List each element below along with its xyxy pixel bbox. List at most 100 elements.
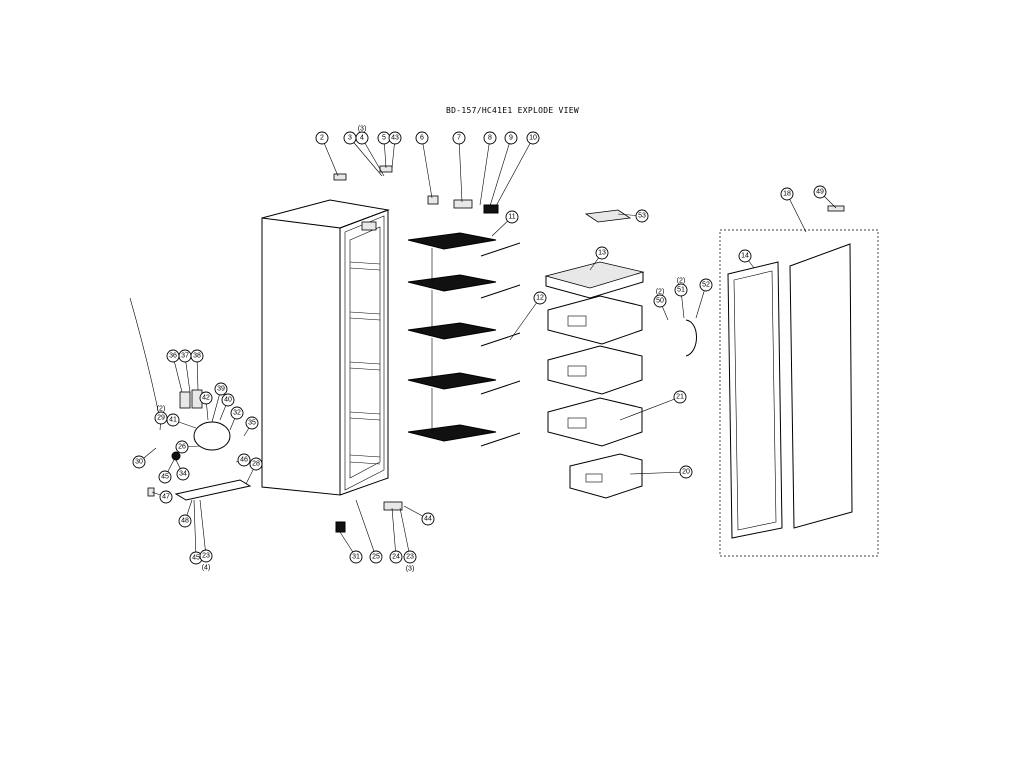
callout-quantity: (3) — [358, 126, 367, 133]
callout-32: 32 — [230, 406, 244, 420]
callout-number: 18 — [783, 191, 791, 198]
callout-bubble — [674, 283, 688, 297]
callout-bubble — [154, 411, 168, 425]
callout-bubble — [679, 465, 693, 479]
callout-number: 23 — [202, 553, 210, 560]
callout-quantity: (2) — [157, 406, 166, 413]
leader-line — [199, 499, 207, 557]
callout-36: 36 — [166, 349, 180, 363]
callout-number: 42 — [202, 395, 210, 402]
callout-number: 41 — [169, 417, 177, 424]
callout-2: 2 — [315, 131, 329, 145]
leader-line — [321, 137, 339, 177]
callout-49: 49 — [813, 185, 827, 199]
callout-38: 38 — [190, 349, 204, 363]
callout-number: 50 — [656, 298, 664, 305]
callout-number: 4 — [360, 135, 364, 142]
callout-number: 34 — [179, 471, 187, 478]
callout-number: 13 — [598, 250, 606, 257]
callout-bubble — [214, 382, 228, 396]
callout-quantity: (3) — [406, 566, 415, 573]
callout-8: 8 — [483, 131, 497, 145]
callout-number: 31 — [352, 554, 360, 561]
leader-line — [193, 499, 197, 559]
callout-14: 14 — [738, 249, 752, 263]
leader-line — [349, 137, 383, 177]
callout-number: 51 — [677, 287, 685, 294]
callout-bubble — [199, 549, 213, 563]
callout-number: 26 — [178, 444, 186, 451]
callout-10: 10 — [526, 131, 540, 145]
callout-number: 7 — [457, 135, 461, 142]
callout-39: 39 — [214, 382, 228, 396]
wire-shelves — [407, 232, 521, 447]
callout-bubble — [230, 406, 244, 420]
callout-bubble — [388, 131, 402, 145]
leader-line — [489, 137, 512, 207]
leader-line — [391, 507, 397, 558]
callout-number: 35 — [248, 420, 256, 427]
leader-line — [458, 137, 463, 203]
callout-number: 25 — [372, 554, 380, 561]
callout-46: 46 — [237, 453, 251, 467]
callout-number: 2 — [320, 135, 324, 142]
callout-bubble — [389, 550, 403, 564]
leader-line — [629, 471, 687, 475]
callout-12: 12 — [533, 291, 547, 305]
callout-number: 39 — [217, 386, 225, 393]
leader-line — [786, 193, 807, 233]
callout-bubble — [175, 440, 189, 454]
callout-bubble — [315, 131, 329, 145]
callout-bubble — [635, 209, 649, 223]
callout-bubble — [237, 453, 251, 467]
callout-3: 3 — [343, 131, 357, 145]
callout-bubble — [132, 455, 146, 469]
callout-44: 44 — [421, 512, 435, 526]
leader-line — [399, 507, 411, 558]
leader-line — [361, 137, 385, 177]
callout-23: 23 (3) — [403, 550, 417, 573]
callout-bubble — [505, 210, 519, 224]
callout-number: 32 — [233, 410, 241, 417]
callout-21: 21 — [673, 390, 687, 404]
callout-number: 29 — [157, 415, 165, 422]
callout-bubble — [673, 390, 687, 404]
callout-41: 41 — [166, 413, 180, 427]
callout-bubble — [738, 249, 752, 263]
callout-number: 9 — [509, 135, 513, 142]
callout-bubble — [421, 512, 435, 526]
callout-number: 45 — [161, 474, 169, 481]
callout-number: 14 — [741, 253, 749, 260]
drawers — [544, 209, 645, 499]
callout-29: 29(2) — [154, 406, 168, 425]
callout-31: 31 — [349, 550, 363, 564]
callout-bubble — [403, 550, 417, 564]
callout-20: 20 — [679, 465, 693, 479]
callout-bubble — [349, 550, 363, 564]
callout-34: 34 — [176, 467, 190, 481]
callout-number: 45 — [192, 555, 200, 562]
callout-47: 47 — [159, 490, 173, 504]
callout-bubble — [245, 416, 259, 430]
callout-7: 7 — [452, 131, 466, 145]
callout-number: 23 — [406, 554, 414, 561]
callout-bubble — [159, 490, 173, 504]
callout-25: 25 — [369, 550, 383, 564]
cabinet — [261, 199, 390, 496]
leader-line — [509, 297, 541, 341]
callout-53: 53 — [635, 209, 649, 223]
callout-45: 45 — [189, 551, 203, 565]
callout-45: 45 — [158, 470, 172, 484]
callout-30: 30 — [132, 455, 146, 469]
drawer — [547, 295, 643, 345]
callout-bubble — [199, 391, 213, 405]
callout-number: 6 — [420, 135, 424, 142]
callout-number: 47 — [162, 494, 170, 501]
callout-35: 35 — [245, 416, 259, 430]
callout-quantity: (2) — [656, 289, 665, 296]
callout-number: 46 — [240, 457, 248, 464]
callout-9: 9 — [504, 131, 518, 145]
callout-52: 52 — [699, 278, 713, 292]
leader-line — [421, 137, 433, 199]
